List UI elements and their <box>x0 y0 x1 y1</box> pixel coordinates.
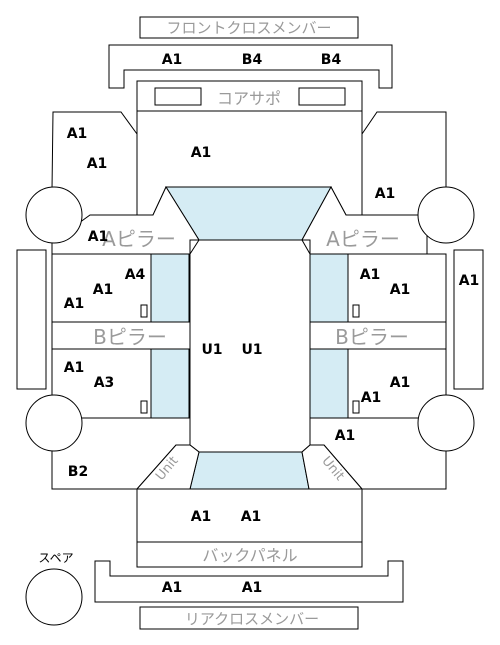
rear-member-code-1: A1 <box>162 580 183 596</box>
left-front-door-code-2: A1 <box>93 282 114 298</box>
left-front-door-glass[interactable] <box>150 253 190 323</box>
right-headlight-slot <box>298 87 346 106</box>
trunk-code-2: A1 <box>241 509 262 525</box>
right-c-pillar[interactable] <box>301 444 364 490</box>
roof-code-2: U1 <box>241 342 262 358</box>
rear-cross-member-box <box>139 606 359 630</box>
left-rear-door-code-1: A1 <box>64 360 85 376</box>
left-rocker[interactable] <box>16 249 47 390</box>
left-front-fender-code-2: A1 <box>87 156 108 172</box>
right-rear-door-glass[interactable] <box>309 348 349 419</box>
right-rear-door-handle <box>352 400 360 414</box>
right-rear-door-code-2: A1 <box>361 390 382 406</box>
right-front-door-code-2: A1 <box>390 282 411 298</box>
right-rear-wheel[interactable] <box>417 394 475 452</box>
right-rocker-code: A1 <box>459 273 480 289</box>
spare-tire[interactable] <box>25 568 83 626</box>
hood-code: A1 <box>191 145 212 161</box>
left-front-door-code-1: A4 <box>125 267 146 283</box>
front-cross-member-box <box>139 16 359 39</box>
front-cross-member[interactable] <box>108 44 393 89</box>
roof-code-1: U1 <box>201 342 222 358</box>
right-quarter-code: A1 <box>335 428 356 444</box>
left-rear-door-glass[interactable] <box>150 348 190 419</box>
right-front-wheel[interactable] <box>417 186 475 244</box>
spare-label: スペア <box>38 551 73 565</box>
rear-cross-member[interactable] <box>94 560 404 603</box>
trunk-lid[interactable] <box>136 488 363 543</box>
trunk-code-1: A1 <box>191 509 212 525</box>
left-rear-door-code-2: A3 <box>94 375 115 391</box>
rear-member-code-2: A1 <box>242 580 263 596</box>
left-front-fender-code-1: A1 <box>67 126 88 142</box>
back-panel-label: バックパネル <box>202 546 297 565</box>
left-a-pillar-label: Aピラー <box>102 227 176 251</box>
right-front-fender-code: A1 <box>375 186 396 202</box>
front-member-code-1: A1 <box>162 52 183 68</box>
back-panel[interactable] <box>136 541 363 568</box>
left-rear-wheel[interactable] <box>25 394 83 452</box>
rear-cross-member-label: リアクロスメンバー <box>185 610 319 628</box>
left-b-pillar-label: Bピラー <box>93 325 167 349</box>
right-rocker[interactable] <box>453 249 484 390</box>
right-a-pillar-label: Aピラー <box>326 227 400 251</box>
right-front-door-code-1: A1 <box>360 267 381 283</box>
left-front-door-code-3: A1 <box>64 296 85 312</box>
right-rear-door-code-1: A1 <box>390 375 411 391</box>
left-c-pillar[interactable] <box>135 444 200 490</box>
front-member-code-2: B4 <box>242 52 263 68</box>
left-a-pillar-code: A1 <box>88 229 109 245</box>
left-rear-door-handle <box>140 400 148 414</box>
right-front-door-handle <box>352 304 360 318</box>
left-quarter-code: B2 <box>68 464 88 480</box>
right-b-pillar-label: Bピラー <box>335 325 409 349</box>
left-headlight-slot <box>154 87 202 106</box>
right-front-door-glass[interactable] <box>309 253 349 323</box>
front-member-code-3: B4 <box>321 52 342 68</box>
right-b-pillar[interactable] <box>309 321 447 350</box>
left-front-door-handle <box>140 304 148 318</box>
rear-window[interactable] <box>189 451 310 490</box>
left-b-pillar[interactable] <box>51 321 191 350</box>
front-cross-member-label: フロントクロスメンバー <box>166 19 331 37</box>
left-front-wheel[interactable] <box>25 186 83 244</box>
core-support-label: コアサポ <box>217 89 281 108</box>
